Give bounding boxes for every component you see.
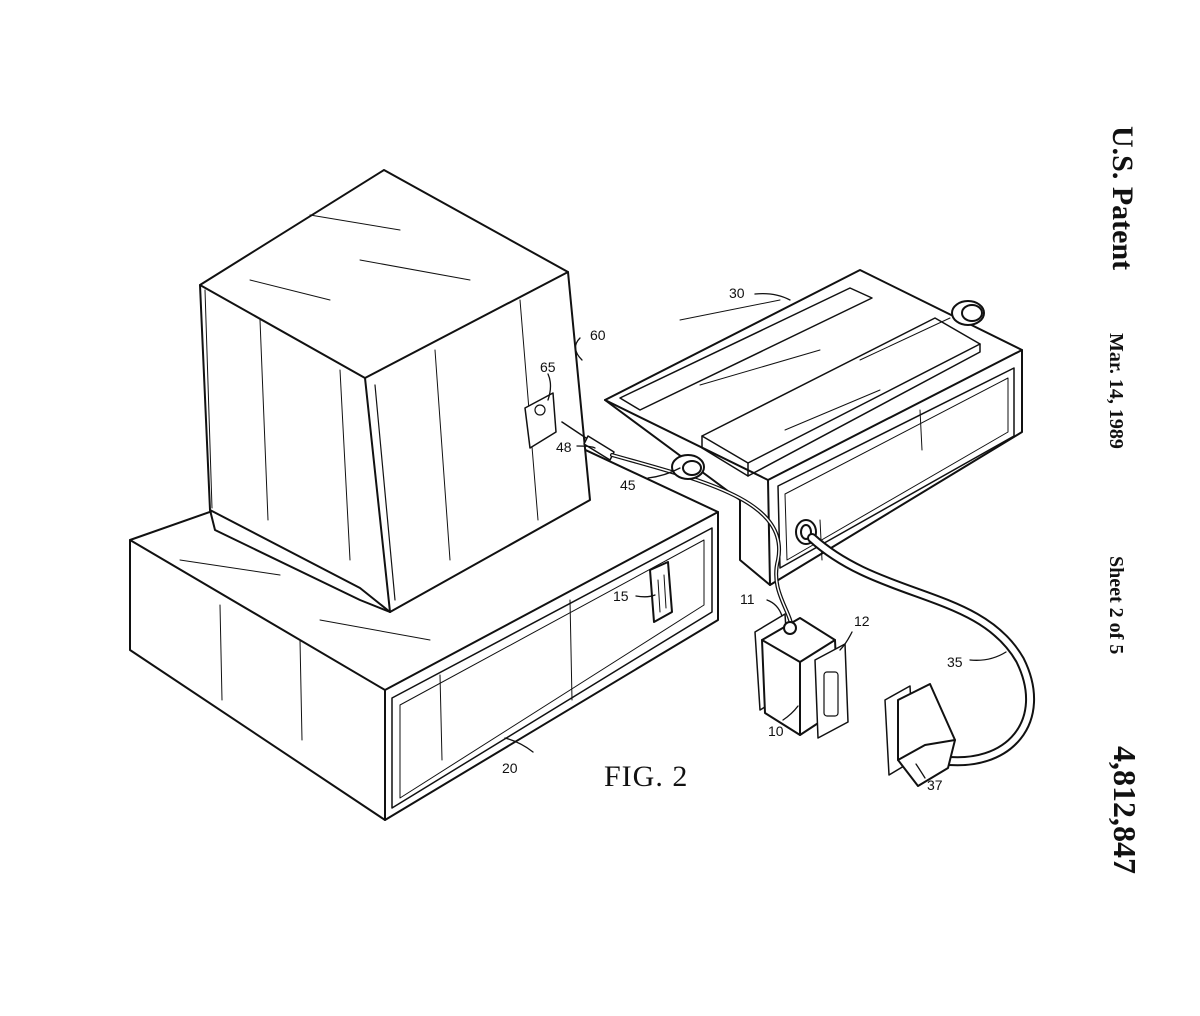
ref-plug: 48 <box>556 439 572 455</box>
printer-housing <box>604 269 1023 586</box>
ref-computer: 20 <box>502 760 518 776</box>
printer-knob-icon <box>951 300 985 326</box>
adapter-device <box>754 613 849 739</box>
ref-adapter-connector: 12 <box>854 613 870 629</box>
ref-monitor: 60 <box>590 327 606 343</box>
monitor <box>199 169 591 613</box>
ref-printer-cable: 35 <box>947 654 963 670</box>
ref-adapter-jack: 11 <box>740 591 755 607</box>
leader-lines <box>504 292 1007 779</box>
light-pen-plug <box>561 421 615 461</box>
ref-adapter: 10 <box>768 723 784 739</box>
mounting-plate <box>524 392 557 449</box>
ref-cable: 45 <box>620 477 636 493</box>
ref-printer-plug: 37 <box>927 777 943 793</box>
computer-knob-icon <box>671 454 705 480</box>
ref-plate: 65 <box>540 359 556 375</box>
printer-plug <box>884 683 956 787</box>
ref-port: 15 <box>613 588 629 604</box>
ref-printer: 30 <box>729 285 745 301</box>
serial-port-icon <box>649 561 673 623</box>
figure-caption: FIG. 2 <box>604 760 688 793</box>
